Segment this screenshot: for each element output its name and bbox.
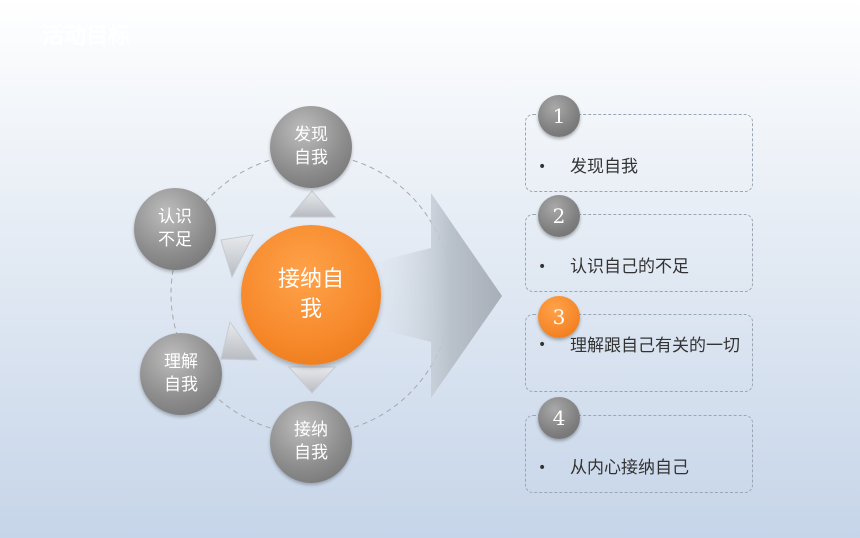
node-accept-self: 接纳 自我 [270, 401, 352, 483]
number-badge: 3 [538, 296, 580, 338]
triangle-left-lower [220, 320, 258, 361]
node-understand-self: 理解 自我 [140, 333, 222, 415]
list-item-text: 认识自己的不足 [570, 257, 689, 277]
triangle-top [288, 190, 337, 218]
node-label: 发现 自我 [294, 125, 328, 168]
center-node-label: 接纳自 我 [277, 267, 344, 322]
bullet-icon: • [538, 159, 547, 175]
bullet-icon: • [538, 259, 547, 275]
list-item: • 理解跟自己有关的一切 [525, 314, 753, 392]
list-item: • 认识自己的不足 [525, 214, 753, 292]
list-item: • 从内心接纳自己 [525, 415, 753, 493]
node-label: 接纳 自我 [294, 420, 328, 463]
big-right-arrow [375, 193, 502, 398]
center-node: 接纳自 我 [241, 225, 381, 365]
list-item-text: 理解跟自己有关的一切 [570, 336, 740, 356]
node-label: 认识 不足 [158, 207, 192, 250]
list-item-text: 发现自我 [570, 157, 638, 177]
node-discover-self: 发现 自我 [270, 106, 352, 188]
list-item-text: 从内心接纳自己 [570, 458, 689, 478]
node-recognize-shortcomings: 认识 不足 [134, 188, 216, 270]
page-title: 活动目标 [42, 24, 131, 49]
number-badge: 2 [538, 195, 580, 237]
triangle-bottom [287, 366, 337, 394]
list-item: • 发现自我 [525, 114, 753, 192]
bullet-icon: • [538, 337, 547, 353]
number-badge: 4 [538, 397, 580, 439]
bullet-icon: • [538, 460, 547, 476]
triangle-left-upper [220, 234, 254, 279]
node-label: 理解 自我 [164, 352, 198, 395]
number-badge: 1 [538, 95, 580, 137]
